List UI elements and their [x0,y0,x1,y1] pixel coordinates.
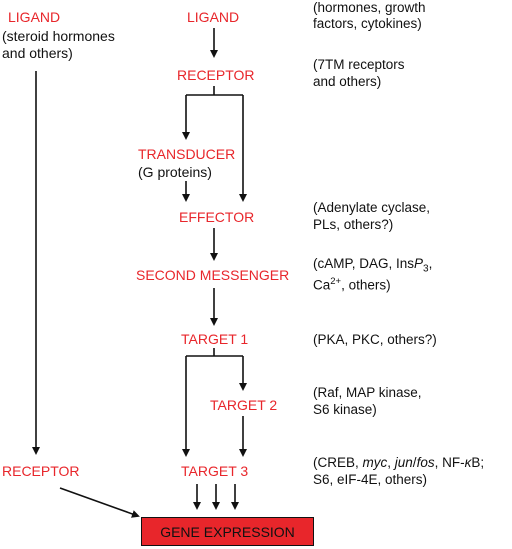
second-messenger-label: SECOND MESSENGER [136,267,290,283]
left-ligand-subtitle-1: (steroid hormones [2,28,115,44]
note-ligand-2: factors, cytokines) [313,16,422,31]
target1-label: TARGET 1 [181,331,249,347]
note-second-messenger-2: Ca2+, others) [313,276,391,293]
transducer-label: TRANSDUCER [138,146,236,162]
note-target1: (PKA, PKC, others?) [313,332,437,347]
receptor-label: RECEPTOR [177,67,255,83]
note-receptor-1: (7TM receptors [313,57,405,72]
left-ligand-subtitle-2: and others) [2,45,73,61]
note-ligand-1: (hormones, growth [313,0,426,15]
gene-expression-box: GENE EXPRESSION [141,517,314,546]
note-target2-1: (Raf, MAP kinase, [313,385,422,400]
note-effector-1: (Adenylate cyclase, [313,200,431,215]
note-receptor-2: and others) [313,74,382,89]
left-ligand-label: LIGAND [8,9,61,25]
left-receptor-label: RECEPTOR [2,463,80,479]
note-effector-2: PLs, others?) [313,217,394,232]
note-target3-2: S6, eIF-4E, others) [313,472,428,487]
note-target3-1: (CREB, myc, jun/fos, NF-κB; [313,455,485,470]
target3-label: TARGET 3 [181,463,249,479]
note-target2-2: S6 kinase) [313,402,377,417]
arrow-left-receptor-to-gene [59,487,140,518]
effector-label: EFFECTOR [179,209,255,225]
note-second-messenger-1: (cAMP, DAG, InsP3, [313,256,433,275]
ligand-label: LIGAND [187,9,240,25]
transducer-subtitle: (G proteins) [138,164,212,180]
gene-expression-label: GENE EXPRESSION [160,523,295,540]
target2-label: TARGET 2 [210,397,278,413]
